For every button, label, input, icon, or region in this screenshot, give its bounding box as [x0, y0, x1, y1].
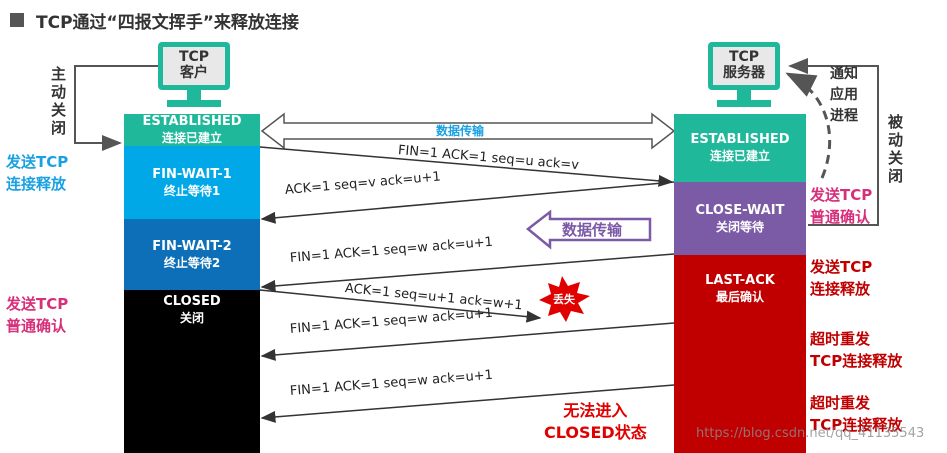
- page-title: TCP通过“四报文挥手”来释放连接: [36, 13, 299, 33]
- data-transfer-mid-label: 数据传输: [562, 221, 623, 239]
- cannot-close-note: 无法进入 CLOSED状态: [544, 401, 647, 442]
- lost-label: 丢失: [553, 293, 575, 306]
- mid-data-transfer-arrow: [525, 209, 652, 250]
- data-transfer-top-label: 数据传输: [436, 124, 485, 138]
- server-send-release-note: 发送TCP 连接释放: [810, 258, 873, 298]
- msg4-arrow: [259, 289, 542, 323]
- msg2-arrow: [260, 181, 675, 224]
- title-bullet: [10, 13, 24, 27]
- passive-close-arrow: [788, 58, 879, 226]
- timeout-resend-note-2: 超时重发 TCP连接释放: [810, 394, 903, 434]
- client-send-release-note: 发送TCP 连接释放: [6, 153, 69, 193]
- msg3-arrow: [260, 253, 675, 292]
- notify-app-label: 通知 应用 进程: [830, 66, 858, 124]
- msg1-arrow: [259, 146, 674, 187]
- msg5-arrow: [260, 322, 675, 361]
- client-computer-icon: [158, 42, 230, 107]
- server-send-ack-note: 发送TCP 普通确认: [810, 186, 873, 226]
- passive-close-label: 被动关闭: [886, 114, 904, 186]
- notify-app-arrow: [785, 72, 832, 179]
- active-close-label: 主动关闭: [49, 66, 67, 138]
- msg6-arrow: [260, 384, 675, 423]
- server-computer-icon: [708, 42, 780, 107]
- active-close-arrow: [74, 65, 158, 151]
- client-send-ack-note: 发送TCP 普通确认: [6, 295, 69, 335]
- timeout-resend-note-1: 超时重发 TCP连接释放: [810, 330, 903, 370]
- lost-starburst-icon: [539, 276, 590, 322]
- watermark: https://blog.csdn.net/qq_41135543: [696, 426, 925, 441]
